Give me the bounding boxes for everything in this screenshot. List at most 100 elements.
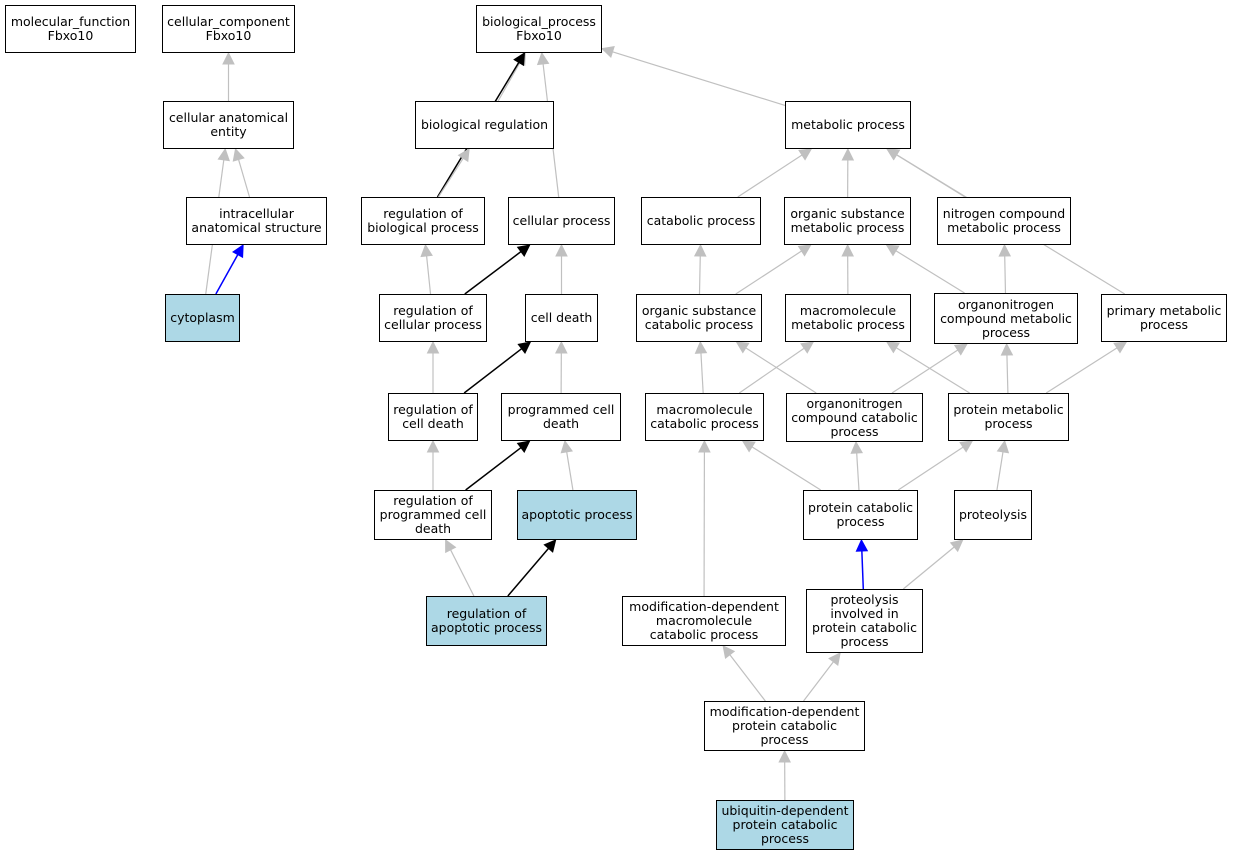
arrowhead-rcp-to-cp [516,244,531,257]
arrowhead-mcp-to-oscp [694,340,708,354]
arrowhead-oscp-to-osmp [797,244,812,257]
edge-pcp-to-protmp [897,446,964,491]
edge-rbp-to-breg [437,157,464,198]
go-term-node-rbp[interactable]: regulation of biological process [361,197,485,245]
go-term-node-cd[interactable]: cell death [525,294,598,342]
edge-mp-to-bp [612,51,786,107]
arrowhead-pipcp-to-prot [949,539,964,553]
go-term-node-mf[interactable]: molecular_function Fbxo10 [5,5,136,53]
arrowhead-cd-to-cp [555,243,568,257]
edge-pipcp-to-pcp [861,550,865,590]
go-term-node-ap[interactable]: apoptotic process [517,490,637,540]
arrowhead-cyto-to-cae [217,147,230,162]
edge-oncmp-to-osmp [895,250,965,294]
arrowhead-ap-to-pcd [560,439,573,454]
arrowhead-rpcd-to-rcd [426,439,440,453]
arrowhead-protmp-to-mmp [885,341,901,354]
arrowhead-mcp-to-mmp [800,341,815,354]
go-term-node-mmp[interactable]: macromolecule metabolic process [785,294,911,342]
arrowhead-rap-to-ap [543,539,557,553]
arrowhead-onccp-to-oscp [735,341,750,354]
go-term-node-cae[interactable]: cellular anatomical entity [163,101,294,149]
arrowhead-cyto-to-ias [232,244,244,259]
go-term-node-cc[interactable]: cellular_component Fbxo10 [162,5,295,53]
go-term-node-cp[interactable]: cellular process [508,197,615,245]
go-term-node-mdpcp[interactable]: modification-dependent protein catabolic… [704,701,865,751]
arrowhead-pcd-to-cd [555,340,568,354]
arrowhead-mdpcp-to-pipcp [828,652,841,666]
arrowhead-pipcp-to-pcp [855,538,869,552]
arrowhead-rcp-to-rbp [420,243,433,258]
arrowhead-udpcp-to-mdpcp [778,749,791,763]
edge-oscp-to-osmp [735,250,802,295]
arrowhead-mdpcp-to-mdmcp [722,645,736,659]
edge-onccp-to-oncmp [891,349,959,394]
go-term-node-protmp[interactable]: protein metabolic process [948,393,1069,441]
go-term-node-cyto[interactable]: cytoplasm [165,294,240,342]
go-term-node-mdmcp[interactable]: modification-dependent macromolecule cat… [622,596,786,646]
edge-pcp-to-onccp [856,452,860,491]
edge-prot-to-protmp [996,451,1004,491]
arrowhead-mdmcp-to-mcp [698,439,711,453]
go-term-node-onccp[interactable]: organonitrogen compound catabolic proces… [786,393,923,442]
go-term-node-pmp[interactable]: primary metabolic process [1101,294,1227,342]
edge-rcp-to-cp [464,251,522,295]
arrowhead-osmp-to-mp [841,147,855,161]
edge-catp-to-mp [737,154,803,198]
edge-mdpcp-to-pipcp [803,661,834,702]
arrowhead-oncmp-to-osmp [885,244,900,257]
arrowhead-protmp-to-oncmp [1000,342,1014,356]
edge-mcp-to-mmp [738,347,805,394]
edge-pcp-to-mcp [751,446,822,491]
edge-rap-to-ap [507,547,550,597]
arrowhead-oncmp-to-ncmp [998,243,1012,257]
arrowhead-protmp-to-pmp [1113,341,1128,354]
go-term-node-ncmp[interactable]: nitrogen compound metabolic process [937,197,1071,245]
go-term-node-ias[interactable]: intracellular anatomical structure [186,197,327,245]
arrowhead-pmp-to-mp [886,148,901,161]
arrowhead-rbp-to-bp [513,52,526,67]
arrowhead-cp-to-bp [536,51,550,66]
go-term-node-mcp[interactable]: macromolecule catabolic process [645,393,764,441]
arrowhead-oscp-to-catp [693,243,707,257]
arrowhead-rap-to-rpcd [445,539,457,554]
go-term-node-oncmp[interactable]: organonitrogen compound metabolic proces… [934,293,1078,344]
go-term-node-rap[interactable]: regulation of apoptotic process [426,596,547,646]
arrowhead-pcp-to-mcp [741,440,756,453]
arrowhead-rpcd-to-pcd [516,440,531,454]
go-term-node-pipcp[interactable]: proteolysis involved in protein cataboli… [806,589,923,653]
go-term-node-rpcd[interactable]: regulation of programmed cell death [374,490,492,540]
arrowhead-onccp-to-oncmp [953,343,968,356]
go-term-node-pcp[interactable]: protein catabolic process [803,490,918,540]
arrowhead-pcp-to-onccp [850,440,864,454]
go-term-node-udpcp[interactable]: ubiquitin-dependent protein catabolic pr… [716,800,854,850]
go-term-node-mp[interactable]: metabolic process [785,101,911,149]
arrowhead-mp-to-bp [600,45,615,59]
edge-oscp-to-catp [698,255,701,295]
edge-mcp-to-oscp [700,352,704,394]
arrowhead-mmp-to-osmp [841,243,854,257]
arrowhead-rcd-to-cd [517,341,532,355]
go-term-node-pcd[interactable]: programmed cell death [501,393,621,441]
arrowhead-rcd-to-rcp [426,340,440,354]
edge-mdpcp-to-mdmcp [729,654,766,702]
edge-ap-to-pcd [566,451,574,491]
arrowhead-cae-to-cc [222,51,235,65]
arrowhead-rbp-to-breg [457,148,470,163]
edge-protmp-to-mmp [895,347,970,394]
go-term-node-osmp[interactable]: organic substance metabolic process [784,197,911,245]
go-term-node-rcd[interactable]: regulation of cell death [388,393,478,441]
go-term-node-prot[interactable]: proteolysis [954,490,1032,540]
edge-rpcd-to-pcd [465,447,522,491]
go-term-node-rcp[interactable]: regulation of cellular process [379,294,487,342]
go-term-node-breg[interactable]: biological regulation [415,101,554,149]
go-term-node-catp[interactable]: catabolic process [641,197,761,245]
go-term-node-oscp[interactable]: organic substance catabolic process [636,294,762,342]
edge-protmp-to-pmp [1045,347,1118,394]
arrowhead-prot-to-protmp [996,439,1010,454]
edge-cyto-to-ias [215,254,239,295]
edge-breg-to-bp [497,62,521,102]
edge-protmp-to-oncmp [1006,354,1009,394]
go-term-node-bp[interactable]: biological_process Fbxo10 [476,5,602,53]
